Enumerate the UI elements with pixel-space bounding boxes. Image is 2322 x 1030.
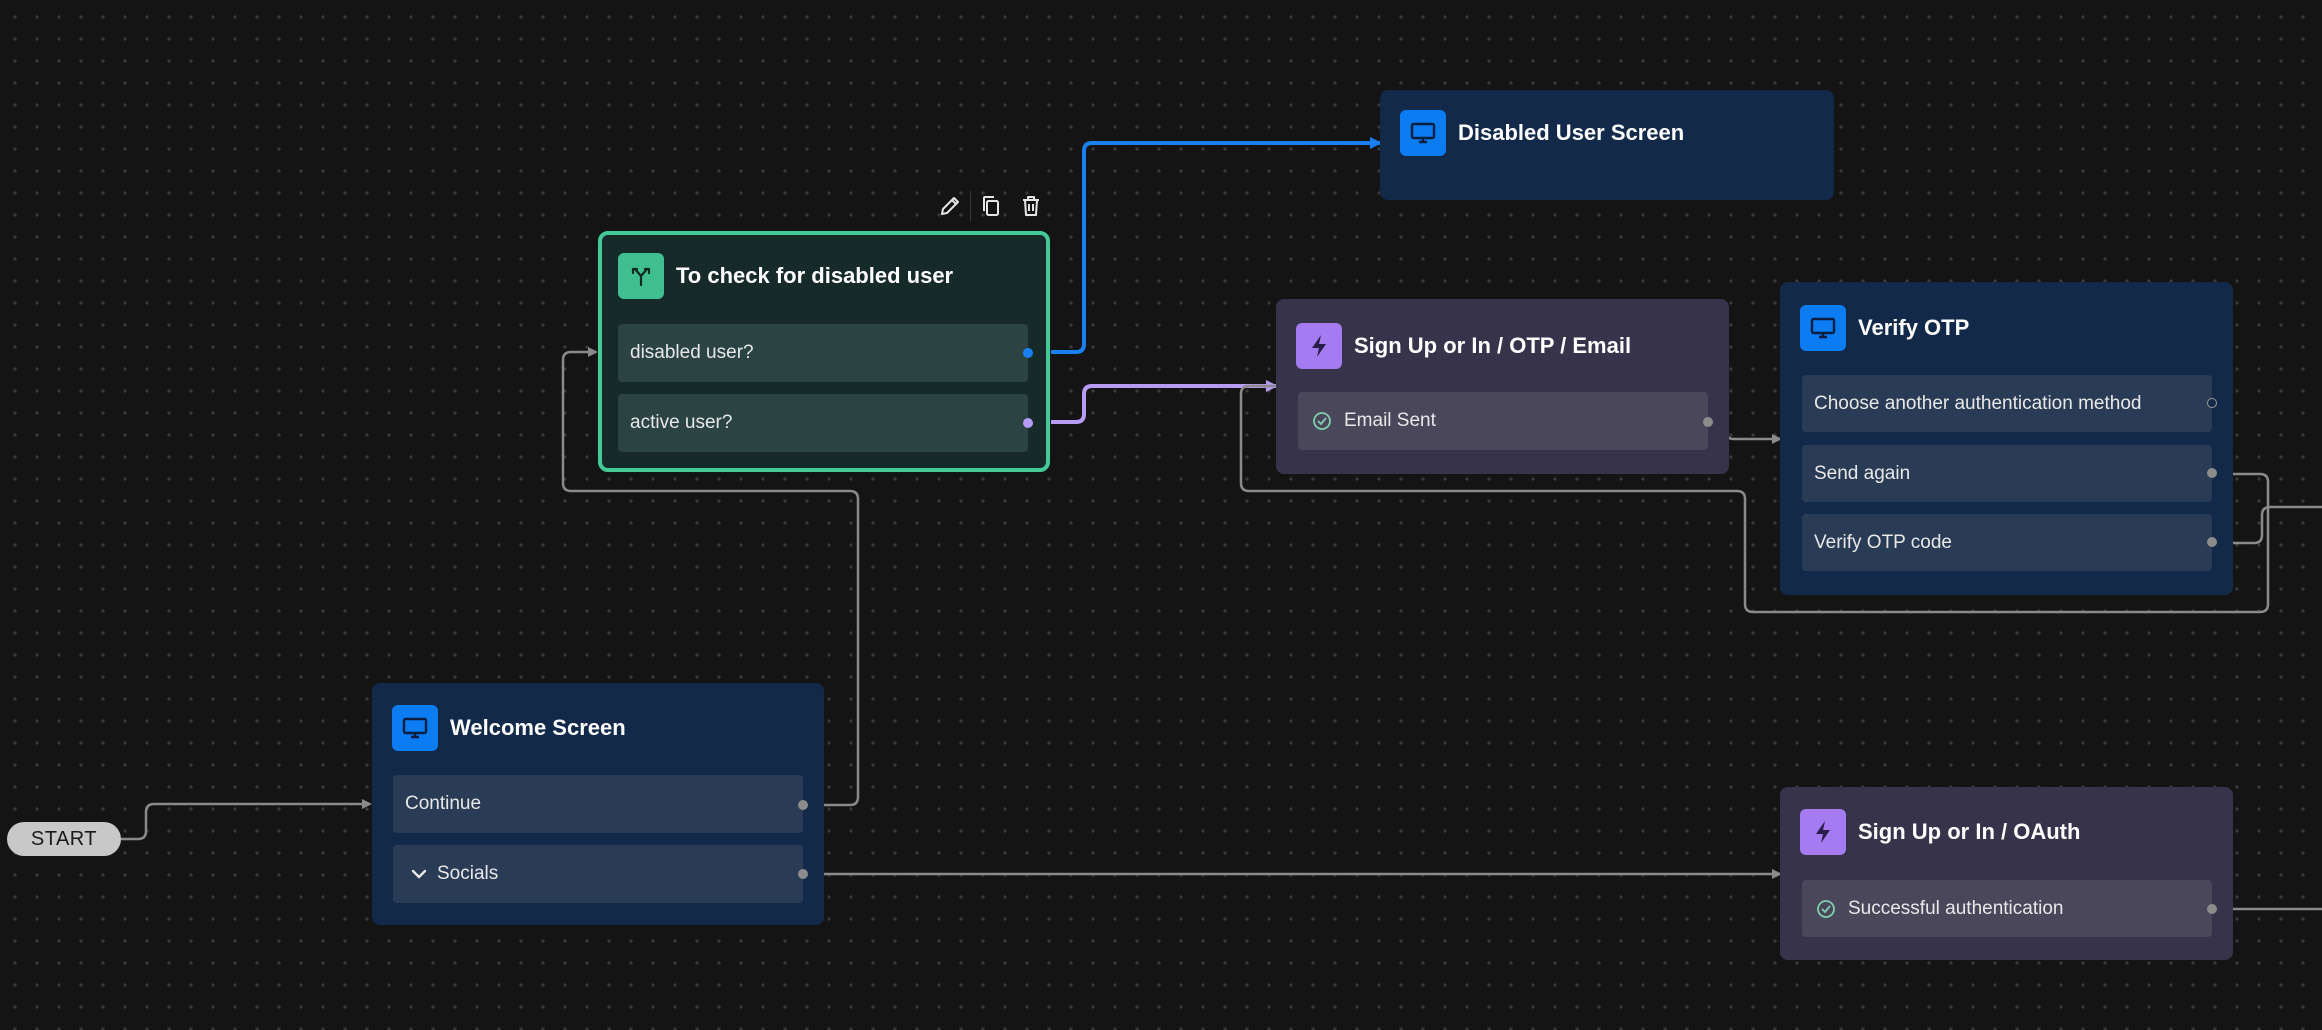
node-toolbar	[930, 190, 1051, 222]
welcome-screen-node[interactable]: Welcome Screen Continue Socials	[372, 683, 824, 925]
otp-row-email-sent[interactable]: Email Sent	[1298, 392, 1708, 450]
output-handle[interactable]	[2207, 468, 2217, 478]
output-handle[interactable]	[2207, 537, 2217, 547]
toolbar-divider	[970, 191, 971, 221]
lightning-icon	[1296, 323, 1342, 369]
monitor-icon	[1400, 110, 1446, 156]
monitor-icon	[1800, 305, 1846, 351]
start-node[interactable]: START	[7, 822, 121, 856]
node-title: Sign Up or In / OTP / Email	[1354, 333, 1632, 358]
verify-otp-screen-node[interactable]: Verify OTP Choose another authentication…	[1780, 282, 2233, 595]
row-label: Email Sent	[1344, 410, 1436, 431]
row-label: Verify OTP code	[1814, 531, 1952, 553]
node-title: Verify OTP	[1858, 315, 1970, 340]
wire-verifycode-out	[2212, 505, 2322, 545]
verify-row-choose-method[interactable]: Choose another authentication method	[1802, 375, 2212, 432]
wire-disabled-to-screen	[1030, 137, 1382, 354]
output-handle[interactable]	[798, 800, 808, 810]
output-handle[interactable]	[798, 869, 808, 879]
otp-email-action-node[interactable]: Sign Up or In / OTP / Email Email Sent	[1276, 299, 1729, 474]
row-label: active user?	[630, 412, 733, 433]
output-handle[interactable]	[1023, 418, 1033, 428]
row-label: Successful authentication	[1848, 897, 2064, 919]
copy-icon[interactable]	[971, 190, 1011, 222]
wire-active-to-otp	[1030, 380, 1278, 424]
node-header: Sign Up or In / OAuth	[1800, 809, 2080, 855]
node-header: Verify OTP	[1800, 305, 1969, 351]
verify-row-verify-code[interactable]: Verify OTP code	[1802, 514, 2212, 571]
node-header: Welcome Screen	[392, 705, 626, 751]
lightning-icon	[1800, 809, 1846, 855]
row-label: Choose another authentication method	[1814, 392, 2142, 414]
condition-row-active[interactable]: active user?	[618, 394, 1028, 452]
wire-start-to-welcome	[121, 799, 372, 841]
row-label: disabled user?	[630, 342, 754, 363]
oauth-row-success[interactable]: Successful authentication	[1802, 880, 2212, 937]
output-handle[interactable]	[2207, 904, 2217, 914]
node-title: Welcome Screen	[450, 715, 626, 740]
node-title: Disabled User Screen	[1458, 120, 1685, 145]
output-handle[interactable]	[1023, 348, 1033, 358]
wire-continue-to-condition	[561, 347, 860, 807]
welcome-row-socials[interactable]: Socials	[393, 845, 803, 903]
condition-node[interactable]: To check for disabled user disabled user…	[598, 231, 1050, 472]
check-circle-icon	[1816, 899, 1836, 919]
output-handle[interactable]	[1703, 417, 1713, 427]
output-handle[interactable]	[2207, 398, 2217, 408]
trash-icon[interactable]	[1011, 190, 1051, 222]
node-title: Sign Up or In / OAuth	[1858, 819, 2081, 844]
row-label: Continue	[405, 793, 482, 814]
welcome-row-continue[interactable]: Continue	[393, 775, 803, 833]
verify-row-send-again[interactable]: Send again	[1802, 445, 2212, 502]
condition-row-disabled[interactable]: disabled user?	[618, 324, 1028, 382]
node-header: Disabled User Screen	[1400, 110, 1684, 156]
monitor-icon	[392, 705, 438, 751]
node-title: To check for disabled user	[676, 263, 954, 288]
row-label: Socials	[437, 863, 499, 884]
check-circle-icon	[1312, 411, 1332, 431]
row-label: Send again	[1814, 462, 1911, 484]
split-icon	[618, 253, 664, 299]
node-header: Sign Up or In / OTP / Email	[1296, 323, 1631, 369]
disabled-user-screen-node[interactable]: Disabled User Screen	[1380, 90, 1834, 200]
pencil-icon[interactable]	[930, 190, 970, 222]
chevron-down-icon[interactable]	[411, 868, 427, 880]
wire-sendagain-loop	[1239, 384, 2270, 614]
oauth-action-node[interactable]: Sign Up or In / OAuth Successful authent…	[1780, 787, 2233, 960]
node-header: To check for disabled user	[618, 253, 953, 299]
